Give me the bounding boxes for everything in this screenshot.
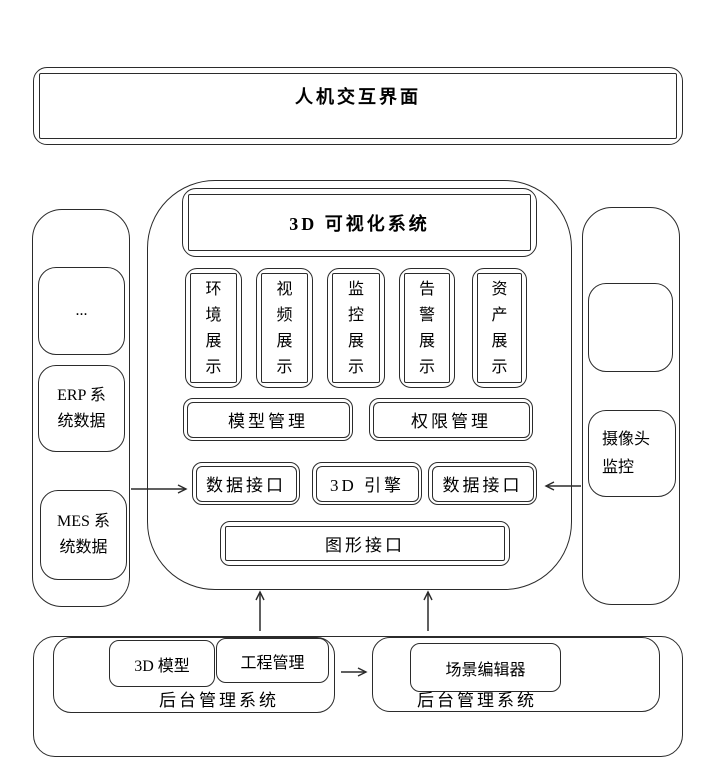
camera-empty-box <box>588 283 673 372</box>
hmi-interface-box: 人机交互界面 <box>33 67 683 145</box>
panel-asset-display: 资产展示 <box>472 268 527 388</box>
panel-alarm-label: 告警展示 <box>418 281 435 376</box>
backend-right-system-label: 后台管理系统 <box>417 690 537 710</box>
model-management-label: 模型管理 <box>228 412 308 431</box>
permission-management-label: 权限管理 <box>411 412 491 431</box>
graphics-interface-box: 图形接口 <box>220 521 510 566</box>
panel-monitor-label: 监控展示 <box>347 281 364 376</box>
panel-alarm-display: 告警展示 <box>399 268 455 388</box>
viz-system-title-box: 3D 可视化系统 <box>182 188 537 257</box>
panel-environment-display: 环境展示 <box>185 268 242 388</box>
data-interface-right-label: 数据接口 <box>442 476 523 495</box>
camera-monitor-label: 摄像头 监控 <box>602 430 651 476</box>
panel-environment-label: 环境展示 <box>205 281 222 376</box>
erp-data-box: ERP 系 统数据 <box>38 365 125 452</box>
graphics-interface-label: 图形接口 <box>325 536 405 555</box>
more-sources-box: ... <box>38 267 125 355</box>
panel-video-label: 视频展示 <box>276 281 293 376</box>
mes-data-label: MES 系 统数据 <box>57 513 110 556</box>
viz-system-title: 3D 可视化系统 <box>289 213 430 234</box>
data-interface-left-box: 数据接口 <box>192 462 300 505</box>
model-management-box: 模型管理 <box>183 398 353 441</box>
project-management-box: 工程管理 <box>216 638 329 683</box>
backend-left-system-label: 后台管理系统 <box>159 690 279 710</box>
erp-data-label: ERP 系 统数据 <box>57 386 106 430</box>
scene-editor-label: 场景编辑器 <box>445 661 526 679</box>
engine-3d-box: 3D 引擎 <box>312 462 422 505</box>
engine-3d-label: 3D 引擎 <box>329 476 405 495</box>
hmi-interface-label: 人机交互界面 <box>295 87 421 107</box>
data-interface-right-box: 数据接口 <box>428 462 537 505</box>
panel-monitor-display: 监控展示 <box>327 268 385 388</box>
data-interface-left-label: 数据接口 <box>206 476 286 495</box>
project-management-label: 工程管理 <box>240 654 305 672</box>
right-camera-column <box>582 207 680 605</box>
model-3d-label: 3D 模型 <box>134 657 190 675</box>
more-sources-label: ... <box>75 302 88 319</box>
scene-editor-box: 场景编辑器 <box>410 643 561 692</box>
permission-management-box: 权限管理 <box>369 398 533 441</box>
panel-asset-label: 资产展示 <box>491 281 508 376</box>
camera-monitor-box: 摄像头 监控 <box>588 410 676 497</box>
mes-data-box: MES 系 统数据 <box>40 490 127 580</box>
model-3d-box: 3D 模型 <box>109 640 215 687</box>
panel-video-display: 视频展示 <box>256 268 313 388</box>
